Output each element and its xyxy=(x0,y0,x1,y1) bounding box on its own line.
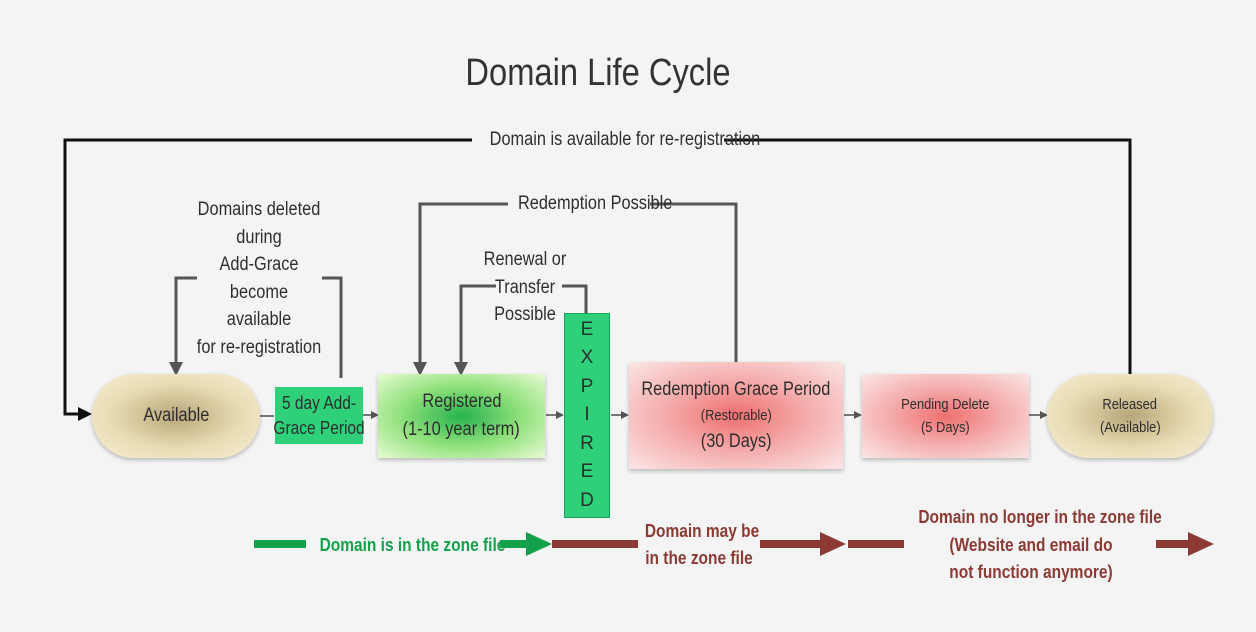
renewal-loop-line-left xyxy=(454,284,496,376)
add-grace-deleted-label: Domains deleted during Add-Grace become … xyxy=(196,199,322,358)
redemption-stage: Redemption Grace Period (Restorable) (30… xyxy=(629,362,843,469)
redemption-loop-line-left xyxy=(413,202,508,376)
in-zone-label: Domain is in the zone file xyxy=(319,535,506,555)
renewal-loop-line xyxy=(562,284,588,313)
add-grace-loop-line-left xyxy=(169,276,197,376)
redemption-possible-label: Redemption Possible xyxy=(517,192,673,216)
reregistration-loop-line xyxy=(724,138,1132,375)
no-zone-label: Domain no longer in the zone file (Websi… xyxy=(918,507,1162,582)
maybe-zone-label: Domain may be in the zone file xyxy=(644,521,760,568)
redemption-loop-line xyxy=(650,202,738,362)
renewal-label: Renewal or Transfer Possible xyxy=(483,249,567,325)
add-grace-stage: 5 day Add- Grace Period xyxy=(273,387,365,444)
pending-delete-stage: Pending Delete (5 Days) xyxy=(862,374,1029,458)
released-stage: Released (Available) xyxy=(1047,374,1213,458)
zone-arrows xyxy=(254,532,1214,556)
registered-stage: Registered (1-10 year term) xyxy=(378,374,545,458)
add-grace-loop-line xyxy=(322,276,343,378)
expired-stage: E X P I R E D xyxy=(564,313,610,518)
available-stage: Available xyxy=(92,374,260,458)
reregistration-loop-line-left xyxy=(63,138,472,421)
page-title: Domain Life Cycle xyxy=(465,52,731,94)
reregistration-label: Domain is available for re-registration xyxy=(489,128,761,152)
